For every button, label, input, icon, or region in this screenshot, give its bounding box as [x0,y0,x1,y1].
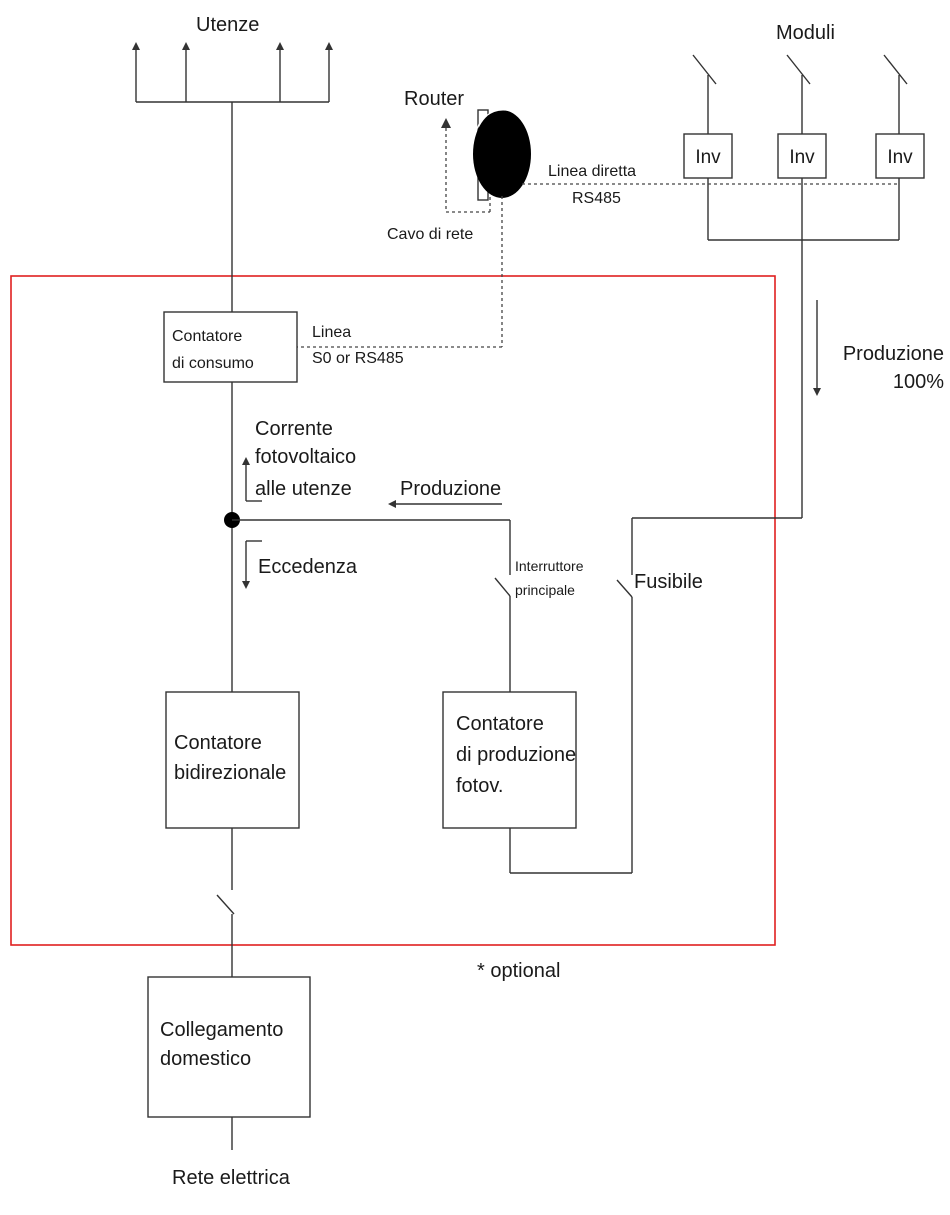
utenze-loads [132,42,333,103]
corrente-label-1: Corrente [255,418,333,440]
svg-text:di consumo: di consumo [172,355,254,372]
rs485-label: RS485 [572,190,621,207]
contatore-consumo-box: Contatore di consumo [163,311,298,383]
optional-boundary [10,275,776,946]
inverter-1: Inv [683,133,733,179]
pv-modules [692,54,908,134]
svg-text:Contatore: Contatore [172,328,242,345]
interruttore-label-1: Interruttore [515,558,584,574]
router-icon [473,109,531,201]
svg-text:Contatore: Contatore [456,713,544,735]
interruttore-principale [494,520,511,692]
inverter-2: Inv [777,133,827,179]
svg-text:Contatore: Contatore [174,732,262,754]
main-switch [216,894,235,915]
svg-text:fotov.: fotov. [456,775,503,797]
svg-text:Inv: Inv [789,147,815,168]
linea-label: Linea [312,324,351,341]
svg-text:Inv: Inv [887,147,913,168]
corrente-label-3: alle utenze [255,478,352,500]
svg-text:domestico: domestico [160,1048,251,1070]
produzione-100-percent: 100% [893,371,944,393]
s0-rs485-label: S0 or RS485 [312,350,404,367]
svg-text:Collegamento: Collegamento [160,1019,283,1041]
linea-diretta-label: Linea diretta [548,163,636,180]
svg-text:di produzione: di produzione [456,744,576,766]
moduli-label: Moduli [776,22,835,44]
corrente-utenze-arrow [242,457,262,502]
rete-elettrica-label: Rete elettrica [172,1167,291,1189]
eccedenza-label: Eccedenza [258,556,358,578]
network-cable [441,118,491,213]
svg-text:bidirezionale: bidirezionale [174,762,286,784]
svg-text:Inv: Inv [695,147,721,168]
collegamento-domestico-box: Collegamento domestico [147,976,311,1118]
utenze-label: Utenze [196,14,259,36]
fusibile-label: Fusibile [634,571,703,593]
produzione-100-label: Produzione [843,343,944,365]
inverter-3: Inv [875,133,925,179]
s0-line [297,196,503,348]
inverter-ac-bus [509,178,900,874]
eccedenza-arrow [242,540,262,589]
optional-label: * optional [477,960,560,982]
contatore-produzione-box: Contatore di produzione fotov. [442,691,577,829]
contatore-bidirezionale-box: Contatore bidirezionale [165,691,300,829]
produzione-label: Produzione [400,478,501,500]
interruttore-label-2: principale [515,582,575,598]
corrente-label-2: fotovoltaico [255,446,356,468]
cavo-di-rete-label: Cavo di rete [387,226,473,243]
router-label: Router [404,88,464,110]
